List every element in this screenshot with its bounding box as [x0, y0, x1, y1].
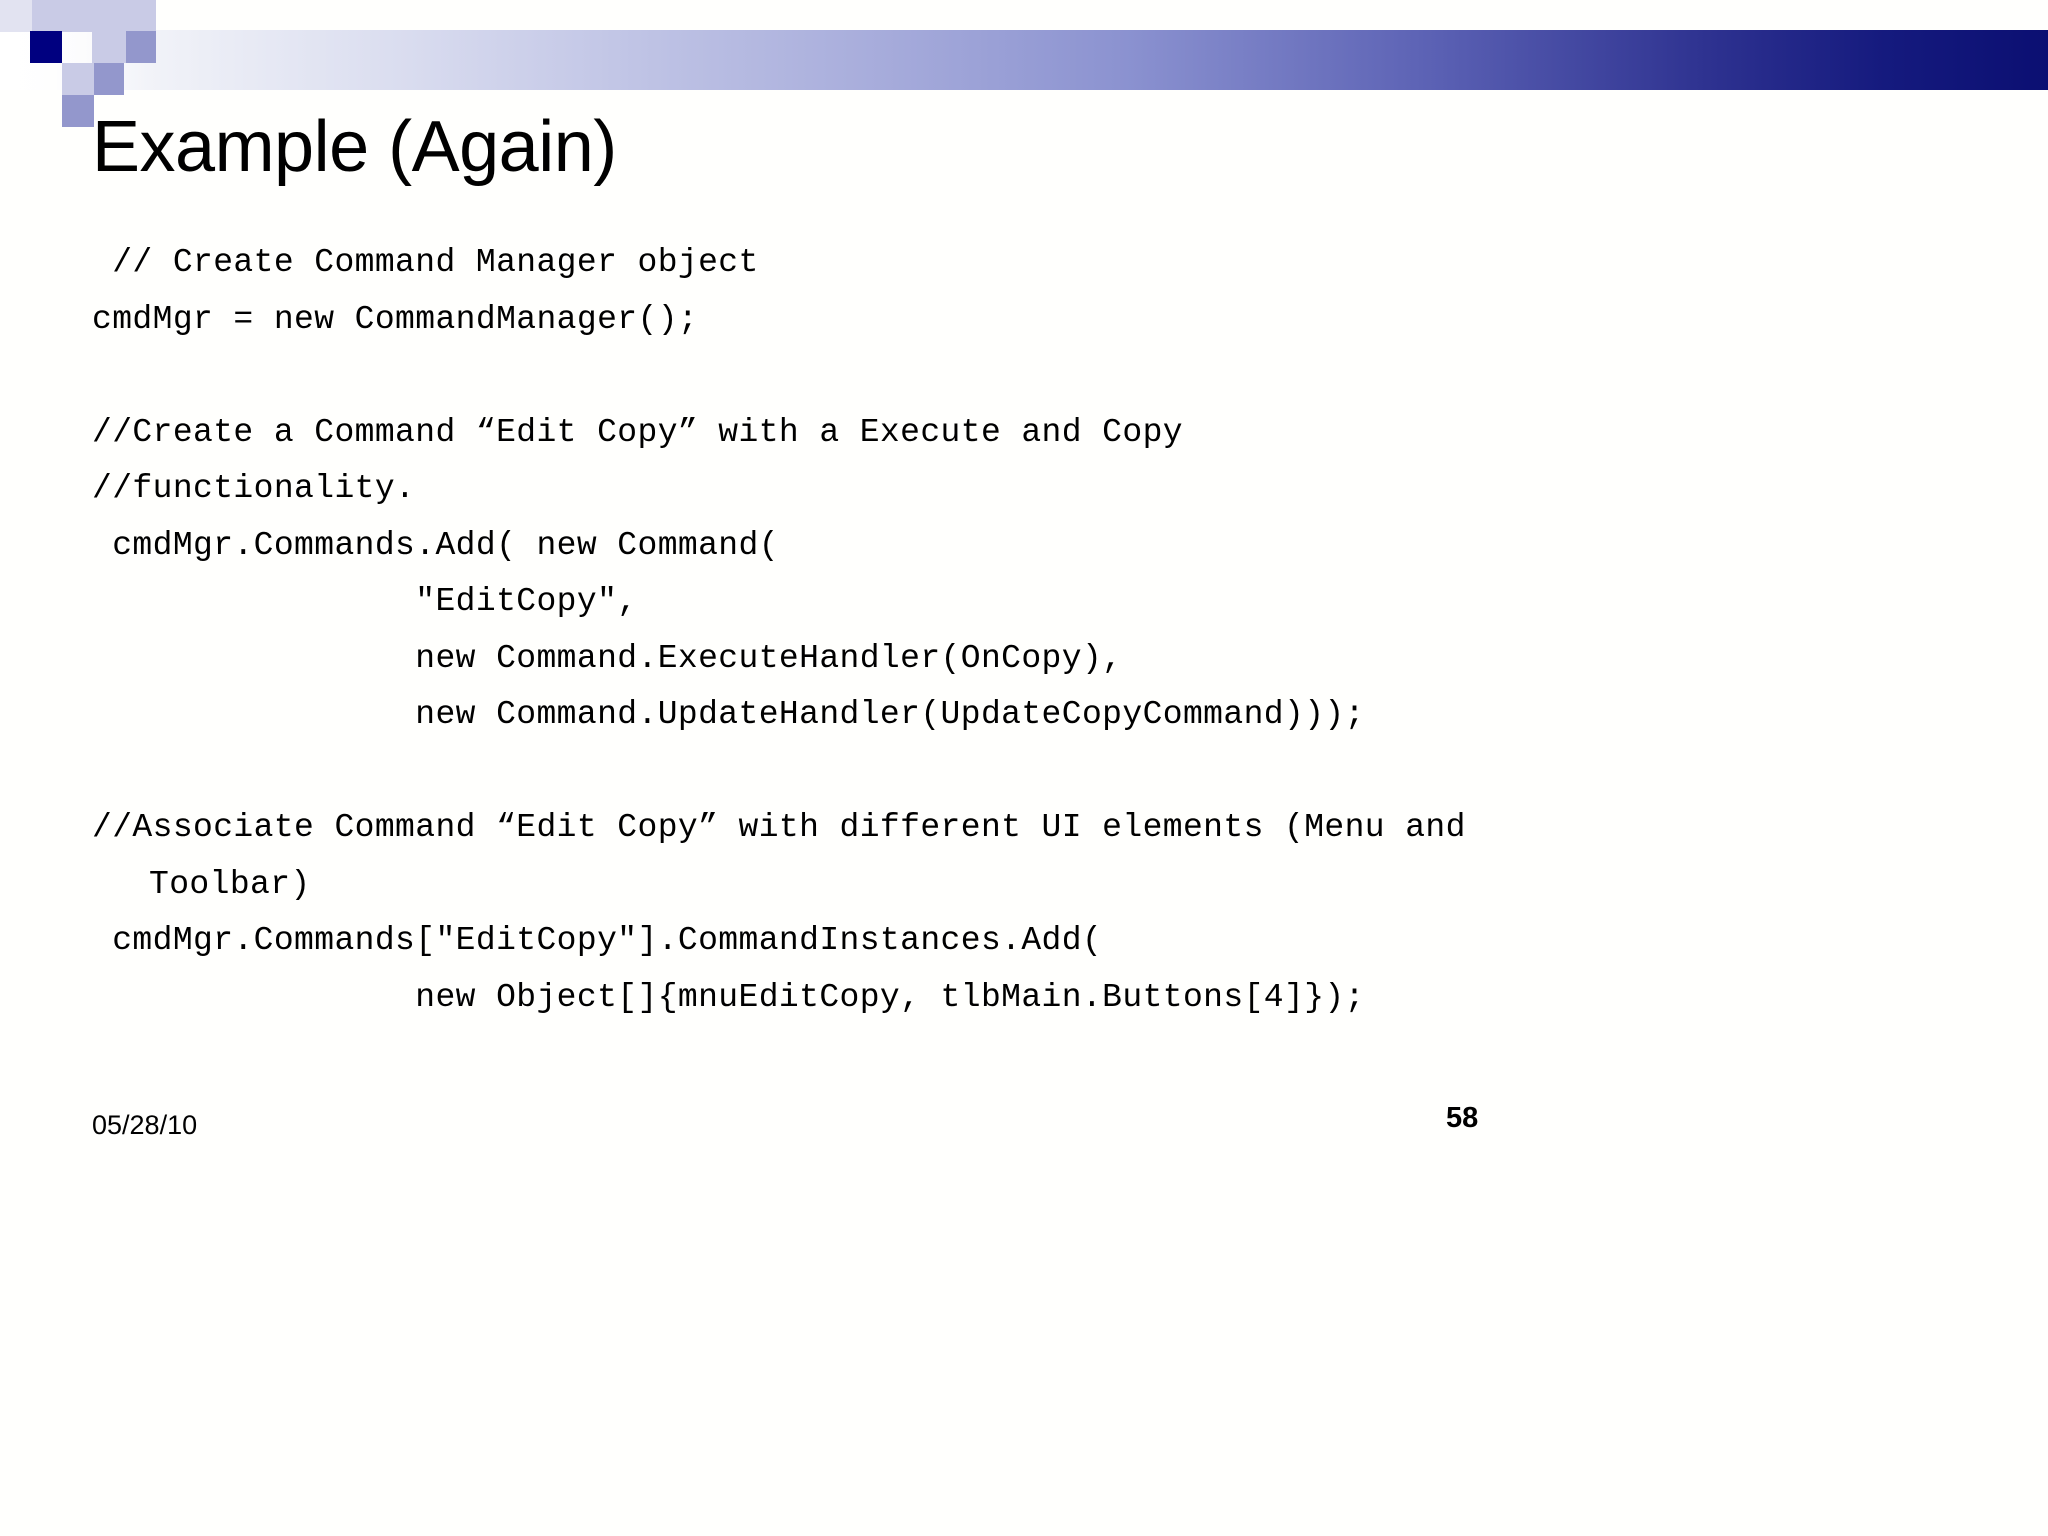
code-line: //Associate Command “Edit Copy” with dif…: [92, 809, 1466, 846]
deco-square-pale-1: [0, 0, 32, 32]
deco-square-light-2: [64, 0, 96, 32]
deco-square-navy: [30, 31, 62, 63]
code-line: // Create Command Manager object: [92, 244, 759, 281]
code-line: //Create a Command “Edit Copy” with a Ex…: [92, 413, 1183, 451]
code-line: new Command.UpdateHandler(UpdateCopyComm…: [92, 696, 1365, 733]
code-line-blank: [92, 348, 1972, 405]
footer-page-number: 58: [1446, 1102, 1479, 1134]
code-line: new Object[]{mnuEditCopy, tlbMain.Button…: [92, 978, 1365, 1016]
deco-square-light-5: [92, 31, 126, 63]
code-line-blank: [92, 744, 1972, 801]
code-block: // Create Command Manager object cmdMgr =…: [92, 235, 1972, 1026]
code-line: Toolbar): [149, 865, 311, 903]
deco-square-mid-3: [62, 95, 94, 127]
code-line: cmdMgr.Commands.Add( new Command(: [92, 526, 779, 564]
deco-square-mid-1: [126, 31, 156, 63]
footer-date: 05/28/10: [92, 1110, 198, 1140]
page-title: Example (Again): [92, 107, 617, 187]
code-line: new Command.ExecuteHandler(OnCopy),: [92, 639, 1123, 677]
deco-square-light-3: [96, 0, 128, 32]
code-line: "EditCopy",: [92, 583, 638, 620]
code-line: cmdMgr.Commands["EditCopy"].CommandInsta…: [92, 922, 1103, 959]
deco-square-light-1: [32, 0, 64, 32]
code-line: //functionality.: [92, 470, 416, 507]
header-gradient-bar: [0, 30, 2048, 90]
code-line: cmdMgr = new CommandManager();: [92, 300, 699, 338]
deco-square-light-4: [124, 0, 156, 32]
deco-square-light-6: [62, 63, 94, 95]
deco-square-mid-2: [94, 63, 124, 95]
header-decoration: [0, 0, 2048, 132]
